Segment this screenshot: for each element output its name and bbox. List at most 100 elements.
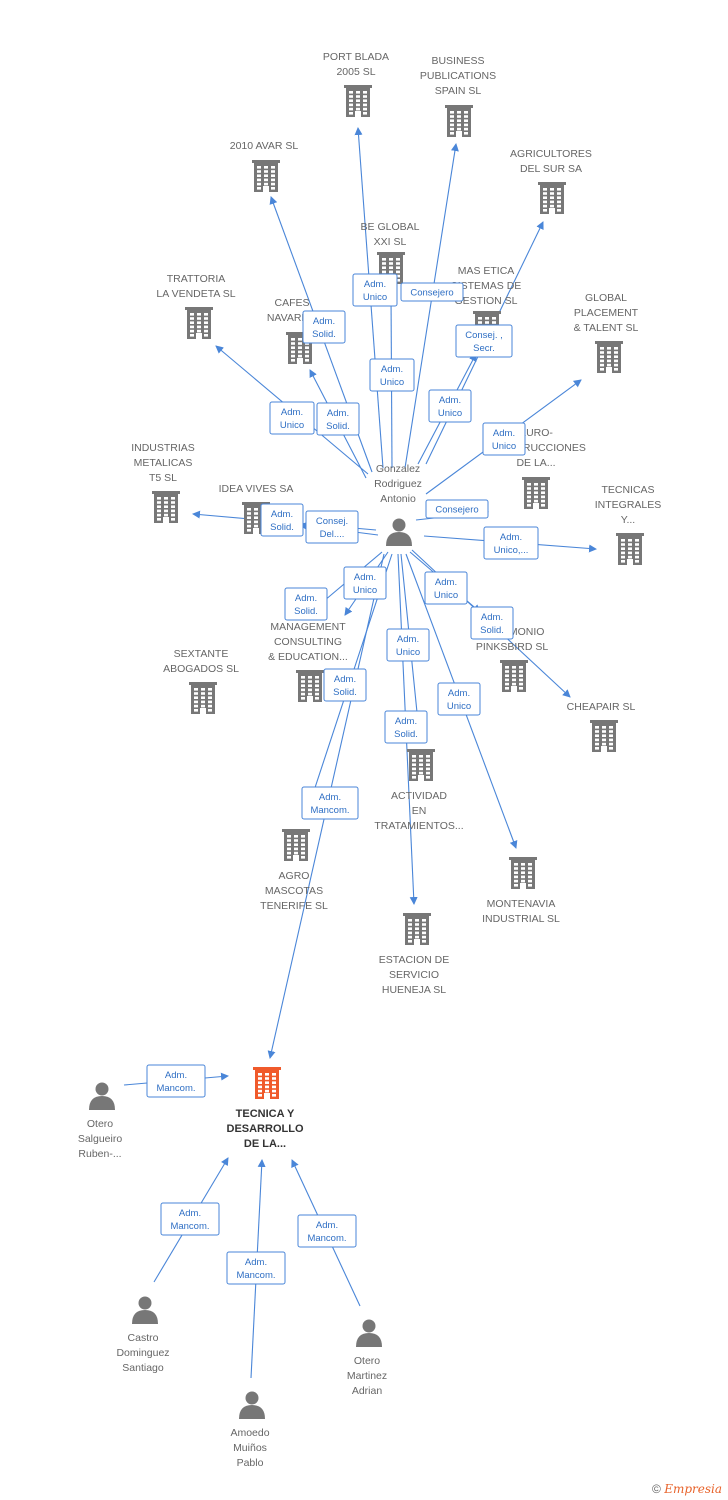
node-label-line[interactable]: DEL SUR SA [520, 163, 582, 175]
edge-role-text[interactable]: Unico [434, 590, 458, 601]
building-icon[interactable] [522, 477, 550, 509]
edge-role-text[interactable]: Consej. , [465, 330, 503, 341]
node-label-line[interactable]: TECNICAS [601, 484, 654, 496]
person-icon[interactable] [132, 1296, 158, 1325]
edge-role-text[interactable]: Adm. [281, 407, 303, 418]
edge-role-text[interactable]: Adm. [500, 532, 522, 543]
edge-role-box[interactable] [424, 571, 468, 605]
node-label-line[interactable]: Rodriguez [374, 478, 422, 490]
edge-role-text[interactable]: Mancom. [310, 805, 349, 816]
node-label-line[interactable]: CAFES [274, 297, 309, 309]
edge-role-text[interactable]: Adm. [354, 572, 376, 583]
edge-role-text[interactable]: Adm. [435, 577, 457, 588]
edge-role-text[interactable]: Mancom. [156, 1083, 195, 1094]
node-actividad[interactable]: ACTIVIDADENTRATAMIENTOS... [374, 749, 464, 832]
edge-role-label[interactable]: Adm.Unico [482, 422, 526, 456]
node-label-line[interactable]: 2010 AVAR SL [230, 140, 299, 152]
edge-role-text[interactable]: Solid. [394, 729, 418, 740]
node-label-line[interactable]: Martinez [347, 1370, 387, 1382]
edge-role-text[interactable]: Adm. [397, 634, 419, 645]
edge-role-text[interactable]: Solid. [312, 329, 336, 340]
node-label-line[interactable]: INDUSTRIAL SL [482, 913, 560, 925]
node-label-line[interactable]: METALICAS [134, 457, 193, 469]
node-label-line[interactable]: Santiago [122, 1362, 164, 1374]
edge-role-text[interactable]: Mancom. [170, 1221, 209, 1232]
node-label-line[interactable]: Muiños [233, 1442, 267, 1454]
edge-role-box[interactable] [297, 1214, 357, 1248]
node-label-line[interactable]: XXI SL [374, 236, 407, 248]
edge-role-label[interactable]: Adm.Solid. [323, 668, 367, 702]
edge-role-text[interactable]: Unico [380, 377, 404, 388]
edge-role-label[interactable]: Adm. Solid. [302, 310, 346, 344]
edge-role-label[interactable]: Adm.Mancom. [297, 1214, 357, 1248]
edge-role-text[interactable]: Adm. [481, 612, 503, 623]
edge-role-label[interactable]: Adm.Unico [269, 401, 315, 435]
edge-role-text[interactable]: Adm. [313, 316, 335, 327]
edge-role-text[interactable]: Solid. [270, 522, 294, 533]
node-label-line[interactable]: AGRICULTORES [510, 148, 592, 160]
edge-role-label[interactable]: Adm.Mancom. [146, 1064, 206, 1098]
node-label-line[interactable]: PINKSBIRD SL [476, 641, 549, 653]
node-label-line[interactable]: PUBLICATIONS [420, 70, 496, 82]
edge-role-box[interactable] [425, 499, 489, 519]
edge-role-text[interactable]: Unico [438, 408, 462, 419]
node-label-line[interactable]: T5 SL [149, 472, 177, 484]
person-icon[interactable] [239, 1391, 265, 1420]
edge-role-label[interactable]: Adm.Unico [428, 389, 472, 423]
node-label-line[interactable]: DE LA... [516, 457, 555, 469]
edge-role-box[interactable] [428, 389, 472, 423]
edge-role-box[interactable] [455, 324, 513, 358]
node-label-line[interactable]: SEXTANTE [174, 648, 229, 660]
node-label-line[interactable]: PLACEMENT [574, 307, 639, 319]
edge-role-box[interactable] [146, 1064, 206, 1098]
person-icon[interactable] [386, 518, 412, 547]
node-label-line[interactable]: 2005 SL [336, 66, 375, 78]
edge-role-text[interactable]: Solid. [294, 606, 318, 617]
edge-role-box[interactable] [384, 710, 428, 744]
building-icon[interactable] [538, 182, 566, 214]
node-label-line[interactable]: LA VENDETA SL [156, 288, 235, 300]
node-label-line[interactable]: DE LA... [244, 1138, 286, 1150]
node-label-line[interactable]: HUENEJA SL [382, 984, 446, 996]
edge-role-text[interactable]: Unico [396, 647, 420, 658]
node-label-line[interactable]: BE GLOBAL [361, 221, 420, 233]
node-sextante[interactable]: SEXTANTE ABOGADOS SL [163, 648, 239, 714]
node-label-line[interactable]: IDEA VIVES SA [219, 483, 294, 495]
node-agricultores[interactable]: AGRICULTORES DEL SUR SA [510, 148, 592, 214]
node-label-line[interactable]: TECNICA Y [236, 1108, 295, 1120]
edge-role-text[interactable]: Adm. [295, 593, 317, 604]
edge-role-box[interactable] [352, 273, 398, 307]
building-icon[interactable] [296, 670, 324, 702]
edge-role-text[interactable]: Unico [447, 701, 471, 712]
edge-role-text[interactable]: Adm. [327, 408, 349, 419]
person-icon[interactable] [89, 1082, 115, 1111]
node-label-line[interactable]: MANAGEMENT [270, 621, 346, 633]
node-label-line[interactable]: AGRO [279, 870, 310, 882]
node-label-line[interactable]: ABOGADOS SL [163, 663, 239, 675]
edge-role-text[interactable]: Adm. [316, 1220, 338, 1231]
building-icon[interactable] [403, 913, 431, 945]
node-label-line[interactable]: Salgueiro [78, 1133, 123, 1145]
node-label-line[interactable]: PORT BLADA [323, 51, 389, 63]
edge-role-text[interactable]: Adm. [448, 688, 470, 699]
edge-role-box[interactable] [226, 1251, 286, 1285]
node-label-line[interactable]: GLOBAL [585, 292, 627, 304]
node-label-line[interactable]: BUSINESS [431, 55, 484, 67]
edge-role-text[interactable]: Adm. [319, 792, 341, 803]
node-label-line[interactable]: CONSULTING [274, 636, 342, 648]
edge-role-text[interactable]: Secr. [473, 343, 495, 354]
edge-role-label[interactable]: Consej. , Secr. [455, 324, 513, 358]
node-label-line[interactable]: GESTION SL [454, 295, 517, 307]
node-label-line[interactable]: TRATAMIENTOS... [374, 820, 463, 832]
node-label-line[interactable]: Ruben-... [78, 1148, 121, 1160]
edge-role-box[interactable] [437, 682, 481, 716]
edge-role-label[interactable]: Adm. Unico [386, 628, 430, 662]
edge-role-text[interactable]: Solid. [480, 625, 504, 636]
